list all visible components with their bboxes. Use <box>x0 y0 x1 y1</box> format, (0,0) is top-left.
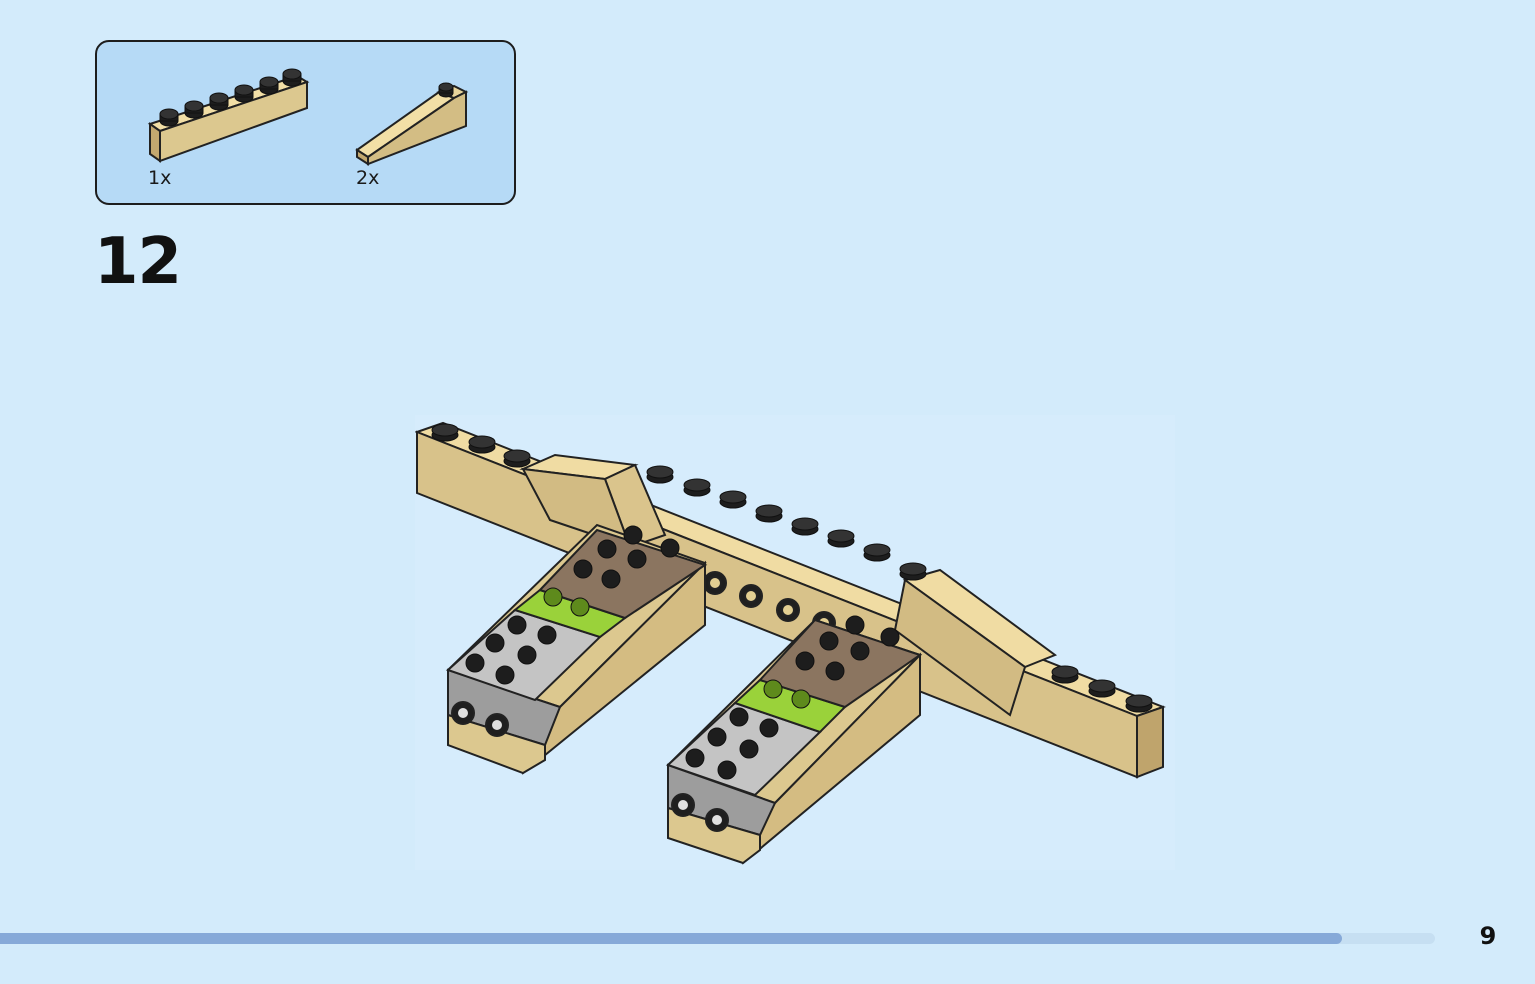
model-illustration <box>415 415 1175 870</box>
parts-callout-box: 1x 2x <box>95 40 516 205</box>
part-tan-brick-1x6-icon <box>147 64 312 164</box>
part-quantity-slope: 2x <box>356 167 380 189</box>
progress-bar <box>0 933 1435 944</box>
step-number: 12 <box>94 225 182 299</box>
part-quantity-brick: 1x <box>148 167 172 189</box>
progress-bar-fill <box>0 933 1342 944</box>
page-number: 9 <box>1479 922 1497 950</box>
part-tan-slope-brick-icon <box>354 78 474 168</box>
assembled-model-icon <box>415 421 1166 865</box>
